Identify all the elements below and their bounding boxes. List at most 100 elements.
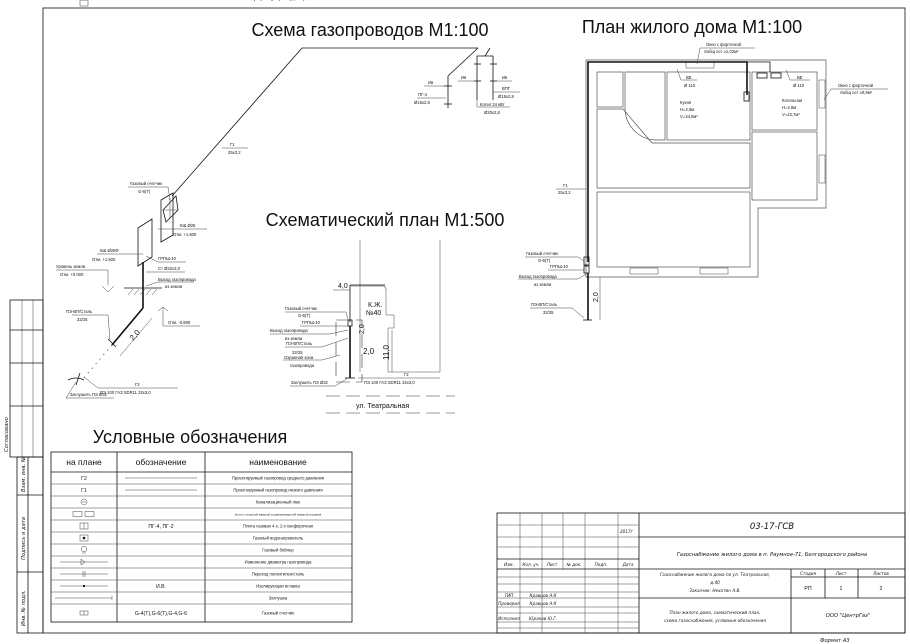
legend-name: Переход полиэтилен/сталь [252,572,305,577]
legend-row: И.В.Изолирующая вставка [51,584,352,593]
window-label: Окно с форточкой [838,83,874,88]
plug-icon [55,595,113,601]
house-plan-title: План жилого дома М1:100 [582,17,802,37]
stamp-column-header: Подп. [595,562,608,567]
sheet-title-2: схема газоснабжения, условные обозначени… [664,618,766,623]
inv-label: Инв. № подл. [21,590,27,626]
stamp-role: Исполнил [498,616,520,621]
insert-icon [60,585,108,587]
pg4-label: ПГ-4 [418,92,428,97]
legend-name: Проектируемый газопровод среднего давлен… [232,476,324,481]
exit-label-2: из земли [534,282,552,287]
legend-name: Газовый бойлер [262,548,294,553]
dimension-label: 2,0 [593,292,600,302]
meter-label: Газовый счетчик [130,181,162,186]
boiler-size: Ø20х2,8 [484,110,501,115]
pe-steel-label: ПЭ-ВП/Сталь [66,309,93,314]
exit-label: Выход газопровода [158,277,196,282]
gas-scheme-title: Схема газопроводов М1:100 [251,20,488,40]
legend-name: Канализационный люк [256,500,300,505]
dimension-label: 4,0 [338,283,348,290]
boiler-label: Котел 24 кВт [480,102,505,107]
vpg-label: ВПГ [502,86,511,91]
legend-row: Переход полиэтилен/сталь [51,571,352,581]
g1-size: 25х3,2 [558,190,571,195]
iv-label: Ив [461,75,467,80]
stove-icon [79,522,89,530]
window-area: Sобщ ост ≥0,8м² [840,90,873,95]
meter-model: G-6(Т) [538,258,551,263]
grpsh-label: ГРПШ-10 [158,256,177,261]
window-label: Окно с форточкой [706,42,742,47]
year: 2017г [620,529,634,534]
sheet-title-1: План жилого дома, схематический план, [669,610,760,615]
pe-steel-label: ПЭ-ВП/Сталь [531,302,558,307]
legend-header: обозначение [136,457,187,467]
sign-date-label: Подпись и дата [21,517,27,560]
boiler-room-height: Н=2,8м [782,105,796,110]
legend-name: Плита газовая 4-х, 2-х конфорочная [243,524,313,529]
pe-steel-size: 32/25 [77,317,88,322]
legend-row: Заглушка [51,595,352,605]
boiler-room-label: Котельная [782,98,802,103]
legend-designation: G-4(Т),G-6(Т),G-4,G-6 [135,611,187,617]
legend-row: Газовый водонагреватель [51,534,352,545]
agreed-label: Согласовано [4,417,10,452]
legend-plan-code: Г1 [81,488,87,494]
kitchen-label: Кухня [680,100,691,105]
legend-row: Газовый бойлер [51,545,352,557]
legend-name: Шкафной газорегуляторный пункт [245,0,311,1]
vpg-size: Ø15х2,8 [498,94,515,99]
stamp-column-header: Лист [546,562,558,567]
legend-header: наименование [249,457,307,467]
legend-row: Котел с открытой камерой сгорания/закрыт… [51,511,352,521]
dimension-label: 11,0 [382,344,391,360]
exit-label-2: из земли [165,284,183,289]
stamp-person: Юраков Ю.Г. [529,616,557,621]
legend-designation: ГРПШ-10 [150,0,172,2]
legend-name-2: с регулятором газа РДГК-10 [251,0,306,1]
stamp-column-header: Кол. уч. [522,562,539,567]
zone-label-2: газопровода [290,363,315,368]
pe-steel-size: 32/25 [543,310,554,315]
legend-name: Изолирующая вставка [256,584,300,589]
house-label: К.Ж. [368,302,382,309]
ve-diameter: Ø 110 [684,83,696,88]
g1-size: 25х3,2 [228,150,241,155]
sheet-value: 1 [840,586,843,592]
plug-label: Заглушить ПЭ Ø32 [291,380,329,385]
ve-diameter: Ø 110 [793,83,805,88]
drawing-code: 03-17-ГСВ [750,522,794,532]
sheets-label: Листов [872,571,889,576]
ksh-top-label: КШ Ø25 [180,223,196,228]
zone-label: Охранная зона [284,355,314,360]
legend-header: на плане [66,457,102,467]
g2-label: Г2 [135,382,140,387]
meter-model: G-6(Т) [298,313,311,318]
stage-label: Стадия [800,571,817,576]
transition-icon [60,571,108,577]
manhole-icon [80,498,88,506]
exit-label: Выход газопровода [519,274,557,279]
legend-row: Канализационный люк [51,498,352,509]
stamp-column-header: № док. [565,562,581,567]
replace-inv-label: Взам. инв. № [21,457,27,492]
stamp-person: Кравцов А.К [529,593,557,598]
meter-label: Газовый счетчик [526,251,558,256]
project-title: Газоснабжение жилого дома в п. Раумное-7… [677,552,867,558]
stage-value: РП [804,586,811,592]
object-line-2: д.40 [709,580,720,585]
window-area: Sобщ ост ≥1,02м² [704,49,739,54]
g1-label: Г1 [230,142,235,147]
stamp-person: Кравцов А.К [529,601,557,606]
g2-pipe-label: ПЭ 100 ГАЗ SDR11 32х3,0 [364,380,415,385]
steel-pipe-label: Ст Ø32х3,0 [158,266,181,271]
depth-label: Отм. -0.800 [168,320,191,325]
reducer-icon [60,558,108,566]
